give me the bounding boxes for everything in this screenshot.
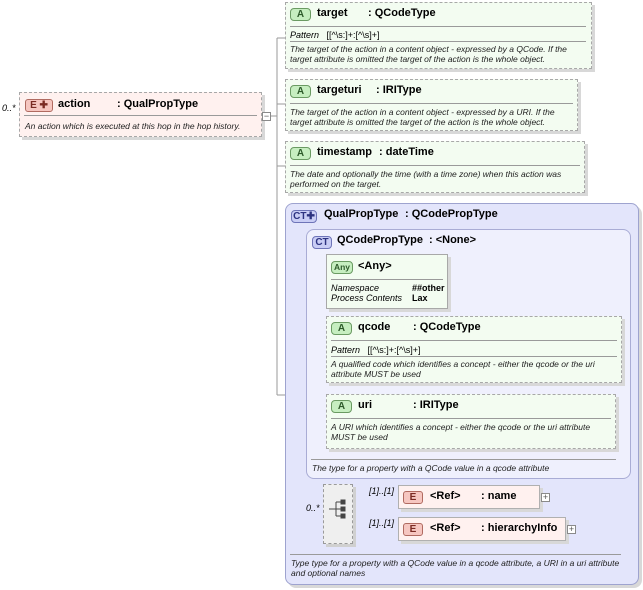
attribute-name: targeturi (317, 84, 362, 96)
complextype-description: Type type for a property with a QCode va… (291, 558, 620, 578)
complextype-type: : QCodePropType (405, 208, 498, 220)
any-wildcard[interactable]: Any <Any> Namespace ##other Process Cont… (326, 254, 448, 309)
attribute-badge: A (290, 147, 311, 160)
pattern-row: Pattern [[^\s:]+:[^\s]+] (290, 30, 380, 40)
separator (24, 115, 257, 116)
process-label: Process Contents (331, 293, 403, 303)
collapse-icon[interactable]: − (262, 111, 271, 121)
ref-cardinality: [1]..[1] (369, 518, 395, 528)
separator (331, 279, 443, 280)
ref-type: : hierarchyInfo (481, 522, 558, 534)
complextype-description: The type for a property with a QCode val… (312, 463, 550, 473)
ref-label: <Ref> (430, 490, 461, 502)
expand-icon: ✚ (39, 100, 48, 111)
attribute-target[interactable]: A target : QCodeType Pattern [[^\s:]+:[^… (285, 2, 592, 69)
separator (290, 165, 580, 166)
expand-icon[interactable]: + (567, 524, 576, 534)
attribute-targeturi[interactable]: A targeturi : IRIType The target of the … (285, 79, 578, 131)
attribute-name: target (317, 7, 348, 19)
action-element[interactable]: E ✚ action : QualPropType An action whic… (19, 92, 262, 137)
element-badge: E ✚ (25, 99, 53, 112)
separator (331, 418, 611, 419)
attribute-description: A qualified code which identifies a conc… (331, 359, 595, 379)
ref-hierarchyinfo[interactable]: E <Ref> : hierarchyInfo (398, 517, 566, 541)
sequence-compositor[interactable] (323, 484, 353, 544)
any-name: <Any> (358, 260, 392, 272)
complextype-type: : <None> (429, 234, 477, 246)
namespace-label: Namespace (331, 283, 380, 293)
separator (290, 103, 573, 104)
sequence-cardinality: 0..* (306, 503, 320, 513)
attribute-type: : QCodeType (368, 7, 436, 19)
pattern-row: Pattern [[^\s:]+:[^\s]+] (331, 345, 421, 355)
attribute-badge: A (331, 322, 352, 335)
ref-label: <Ref> (430, 522, 461, 534)
attribute-name: qcode (358, 321, 391, 333)
complextype-name: QCodePropType (337, 234, 423, 246)
any-badge: Any (331, 261, 353, 274)
ref-cardinality: [1]..[1] (369, 486, 395, 496)
attribute-timestamp[interactable]: A timestamp : dateTime The date and opti… (285, 141, 585, 193)
attribute-badge: A (290, 85, 311, 98)
ref-name[interactable]: E <Ref> : name (398, 485, 540, 509)
expand-icon[interactable]: + (541, 492, 550, 502)
attribute-type: : IRIType (376, 84, 422, 96)
element-badge: E (403, 491, 423, 504)
separator (290, 554, 621, 555)
complextype-name: QualPropType (324, 208, 399, 220)
action-description: An action which is executed at this hop … (25, 121, 241, 131)
complextype-badge: CT✚ (291, 210, 317, 223)
attribute-description: The target of the action in a content ob… (290, 44, 567, 64)
attribute-description: The date and optionally the time (with a… (290, 169, 562, 189)
process-value: Lax (412, 293, 428, 303)
action-cardinality: 0..* (2, 103, 16, 113)
ref-type: : name (481, 490, 517, 502)
attribute-uri[interactable]: A uri : IRIType A URI which identifies a… (326, 394, 616, 449)
separator (311, 459, 616, 460)
attribute-qcode[interactable]: A qcode : QCodeType Pattern [[^\s:]+:[^\… (326, 316, 622, 383)
attribute-name: timestamp (317, 146, 373, 158)
complextype-badge: CT (312, 236, 332, 249)
attribute-description: A URI which identifies a concept - eithe… (331, 422, 591, 442)
attribute-name: uri (358, 399, 373, 411)
separator (290, 26, 586, 27)
attribute-description: The target of the action in a content ob… (290, 107, 555, 127)
attribute-badge: A (290, 8, 311, 21)
namespace-value: ##other (412, 283, 445, 293)
separator (331, 356, 617, 357)
attribute-type: : IRIType (413, 399, 459, 411)
action-name: action (58, 98, 91, 110)
attribute-badge: A (331, 400, 352, 413)
attribute-type: : QCodeType (413, 321, 481, 333)
element-badge: E (403, 523, 423, 536)
action-type: : QualPropType (117, 98, 199, 110)
expand-icon: ✚ (306, 211, 315, 222)
separator (331, 340, 617, 341)
attribute-type: : dateTime (379, 146, 434, 158)
separator (290, 41, 586, 42)
sequence-icon (329, 499, 346, 519)
